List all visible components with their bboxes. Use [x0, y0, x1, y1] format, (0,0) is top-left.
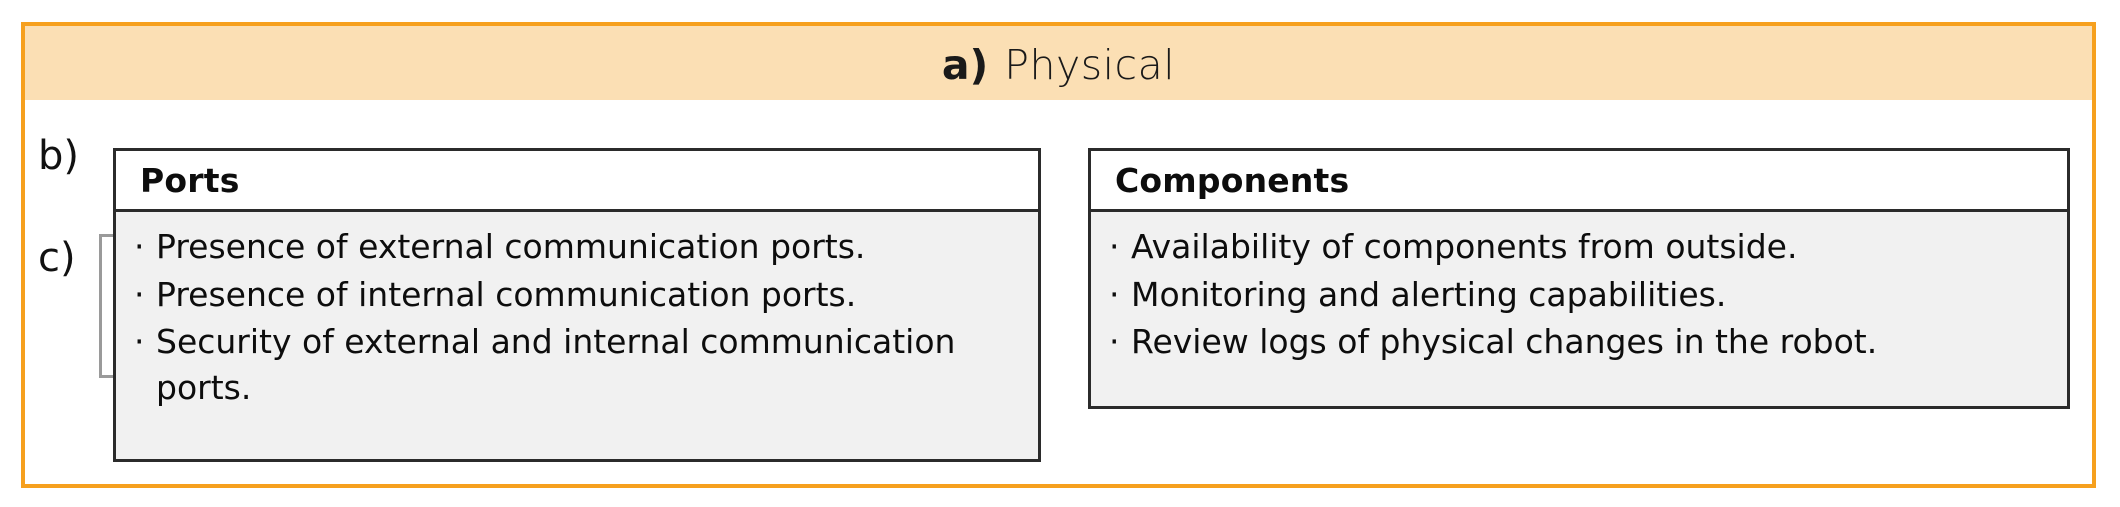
annotation-bracket-icon [99, 234, 118, 378]
bullet-icon: · [1109, 322, 1120, 362]
physical-category-card: a) Physical b) c) Ports · Presence of ex… [21, 22, 2096, 488]
list-item-text: Presence of external communication ports… [156, 227, 866, 266]
bullet-icon: · [134, 322, 145, 362]
panel-ports: Ports · Presence of external communicati… [113, 148, 1041, 462]
bullet-icon: · [1109, 227, 1120, 266]
panel-ports-body: · Presence of external communication por… [116, 212, 1038, 422]
list-item-text: Security of external and internal commun… [156, 322, 956, 407]
list-item-text: Monitoring and alerting capabilities. [1131, 274, 1727, 314]
category-label-letter: a) [941, 41, 989, 89]
panel-components-title: Components [1115, 160, 1350, 200]
category-title-band: a) Physical [25, 26, 2092, 100]
list-item: · Presence of external communication por… [134, 224, 1022, 270]
panel-components-body: · Availability of components from outsid… [1091, 212, 2067, 377]
annotation-label-b: b) [38, 133, 79, 179]
list-item: · Review logs of physical changes in the… [1109, 319, 2051, 365]
list-item: · Security of external and internal comm… [134, 319, 1022, 410]
panel-components-header: Components [1091, 151, 2067, 212]
category-title-text: Physical [1004, 41, 1176, 89]
bullet-icon: · [134, 227, 145, 266]
list-item: · Presence of internal communication por… [134, 272, 1022, 318]
category-title: a) Physical [942, 41, 1175, 89]
list-item: · Availability of components from outsid… [1109, 224, 2051, 270]
list-item: · Monitoring and alerting capabilities. [1109, 272, 2051, 318]
annotation-label-c: c) [38, 235, 76, 281]
bullet-icon: · [1109, 274, 1120, 314]
panel-ports-title: Ports [140, 160, 240, 200]
list-item-text: Availability of components from outside. [1131, 227, 1798, 266]
bullet-icon: · [134, 274, 145, 314]
list-item-text: Presence of internal communication ports… [156, 274, 857, 314]
list-item-text: Review logs of physical changes in the r… [1131, 322, 1878, 362]
panel-ports-header: Ports [116, 151, 1038, 212]
panel-components: Components · Availability of components … [1088, 148, 2070, 409]
